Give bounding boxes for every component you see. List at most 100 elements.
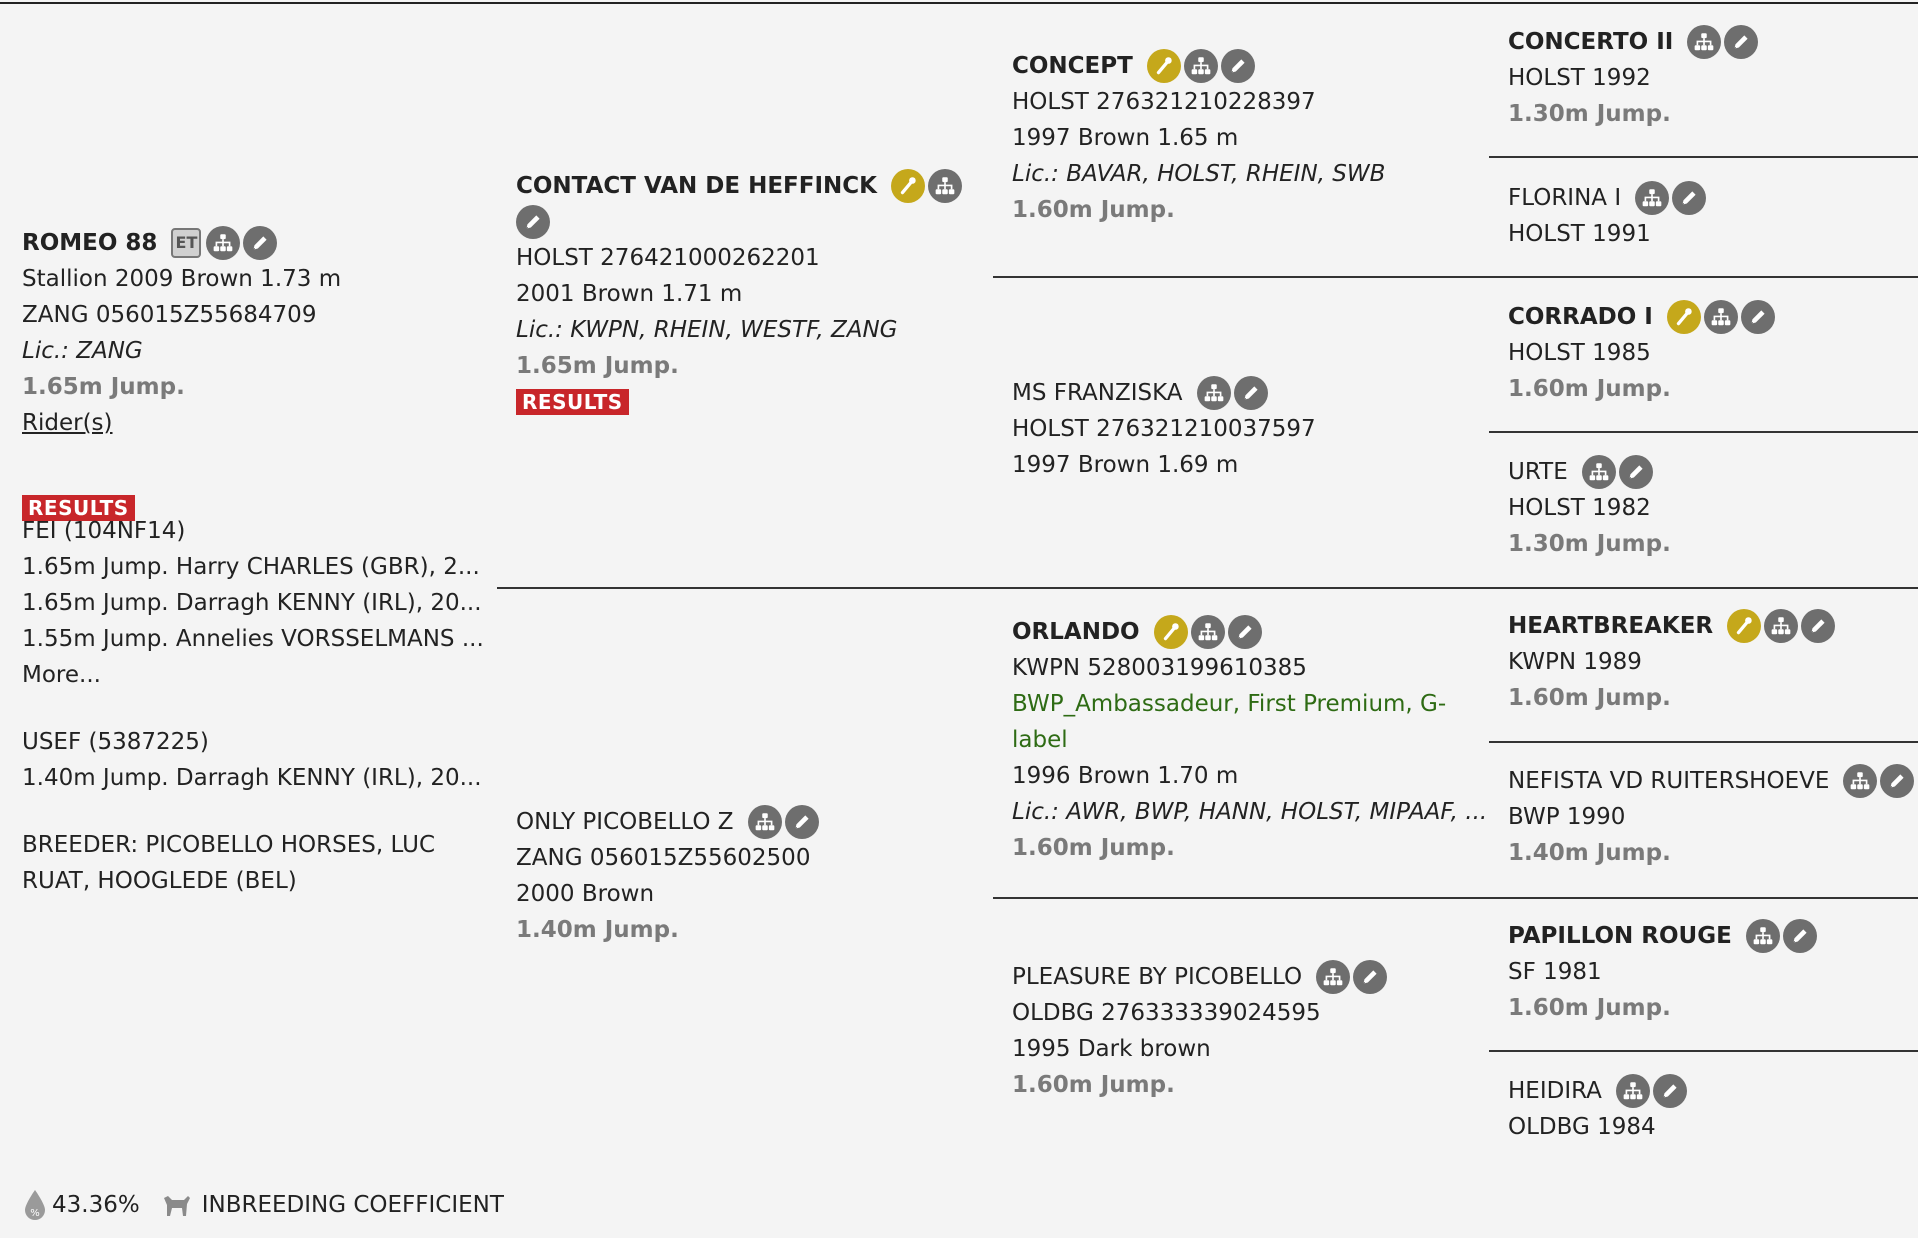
dna-icon[interactable] <box>1666 300 1701 334</box>
g3-jump-level: 1.60m Jump. <box>1508 995 1671 1021</box>
pedigree-tree-icon[interactable] <box>747 805 782 839</box>
g3-jump-level: 1.60m Jump. <box>1508 376 1671 402</box>
pedigree-tree-icon[interactable] <box>1581 455 1616 489</box>
edit-pencil-icon[interactable] <box>516 205 550 239</box>
sire-registration: HOLST 276421000262201 <box>516 245 820 271</box>
g3-horse-corrado: CORRADO I HOLST 1985 1.60m Jump. <box>1508 299 1775 407</box>
dam-name[interactable]: ONLY PICOBELLO Z <box>516 809 734 835</box>
g3-name[interactable]: URTE <box>1508 459 1568 485</box>
dam-sire-name[interactable]: ORLANDO <box>1012 619 1140 645</box>
divider-g3-2 <box>1489 431 1918 433</box>
pedigree-tree-icon[interactable] <box>1703 300 1738 334</box>
dna-icon[interactable] <box>1146 49 1181 83</box>
pedigree-tree-icon[interactable] <box>1764 609 1799 643</box>
sire-dam-registration: HOLST 276321210037597 <box>1012 416 1316 442</box>
g3-jump-level: 1.60m Jump. <box>1508 685 1671 711</box>
subject-info-line: Stallion 2009 Brown 1.73 m <box>22 266 342 292</box>
g3-name[interactable]: FLORINA I <box>1508 185 1622 211</box>
edit-pencil-icon[interactable] <box>1782 919 1817 953</box>
g3-info: BWP 1990 <box>1508 804 1626 830</box>
pedigree-tree-icon[interactable] <box>206 226 241 260</box>
dam-sire-predicates: BWP_Ambassadeur, First Premium, G-label <box>1012 691 1447 753</box>
sire-licences: Lic.: KWPN, RHEIN, WESTF, ZANG <box>516 317 898 343</box>
g3-name[interactable]: CONCERTO II <box>1508 29 1674 55</box>
g3-info: HOLST 1985 <box>1508 340 1651 366</box>
dna-icon[interactable] <box>890 169 925 203</box>
dna-icon[interactable] <box>1727 609 1762 643</box>
pedigree-tree-icon[interactable] <box>1687 25 1722 59</box>
pedigree-tree-icon[interactable] <box>1196 376 1231 410</box>
dam-horse: ONLY PICOBELLO Z ZANG 056015Z55602500 20… <box>516 804 819 948</box>
pedigree-tree-icon[interactable] <box>1190 615 1225 649</box>
fei-result: 1.65m Jump. Darragh KENNY (IRL), 20... <box>22 590 482 616</box>
g3-info: KWPN 1989 <box>1508 649 1642 675</box>
edit-pencil-icon[interactable] <box>1220 49 1255 83</box>
dam-sire-licences: Lic.: AWR, BWP, HANN, HOLST, MIPAAF, ... <box>1012 799 1488 825</box>
g3-name[interactable]: HEARTBREAKER <box>1508 613 1714 639</box>
pedigree-tree-icon[interactable] <box>927 169 962 203</box>
sire-sire-name[interactable]: CONCEPT <box>1012 53 1133 79</box>
fei-header: FEI (104NF14) <box>22 518 186 544</box>
dam-dam-jump-level: 1.60m Jump. <box>1012 1072 1175 1098</box>
sire-jump-level: 1.65m Jump. <box>516 353 679 379</box>
edit-pencil-icon[interactable] <box>1652 1074 1687 1108</box>
subject-horse: ROMEO 88 ET Stallion 2009 Brown 1.73 m Z… <box>22 225 484 899</box>
g3-horse-heidira: HEIDIRA OLDBG 1984 <box>1508 1073 1687 1145</box>
edit-pencil-icon[interactable] <box>1724 25 1759 59</box>
more-link[interactable]: More... <box>22 662 101 688</box>
dam-jump-level: 1.40m Jump. <box>516 917 679 943</box>
divider-ds-dd <box>993 897 1918 899</box>
g3-name[interactable]: NEFISTA VD RUITERSHOEVE <box>1508 768 1830 794</box>
usef-result: 1.40m Jump. Darragh KENNY (IRL), 20... <box>22 765 482 791</box>
g3-info: OLDBG 1984 <box>1508 1114 1656 1140</box>
riders-link[interactable]: Rider(s) <box>22 410 113 436</box>
sire-dam-horse: MS FRANZISKA HOLST 276321210037597 1997 … <box>1012 375 1316 483</box>
sire-results-badge[interactable]: RESULTS <box>516 389 629 415</box>
g3-horse-heartbreaker: HEARTBREAKER KWPN 1989 1.60m Jump. <box>1508 608 1836 716</box>
inbreeding-footer: % 43.36% INBREEDING COEFFICIENT <box>22 1187 504 1223</box>
horse-icon[interactable] <box>158 1188 192 1222</box>
subject-name[interactable]: ROMEO 88 <box>22 230 158 256</box>
subject-registration: ZANG 056015Z55684709 <box>22 302 317 328</box>
pedigree-tree-icon[interactable] <box>1745 919 1780 953</box>
edit-pencil-icon[interactable] <box>1740 300 1775 334</box>
sire-dam-info: 1997 Brown 1.69 m <box>1012 452 1239 478</box>
sire-dam-name[interactable]: MS FRANZISKA <box>1012 380 1183 406</box>
dam-info-line: 2000 Brown <box>516 881 655 907</box>
edit-pencil-icon[interactable] <box>1801 609 1836 643</box>
pedigree-tree-icon[interactable] <box>1183 49 1218 83</box>
divider-g3-4 <box>1489 1050 1918 1052</box>
divider-ss-sd <box>993 276 1918 278</box>
dam-sire-info: 1996 Brown 1.70 m <box>1012 763 1239 789</box>
sire-sire-horse: CONCEPT HOLST 276321210228397 1997 Brown… <box>1012 48 1385 228</box>
edit-pencil-icon[interactable] <box>1353 960 1388 994</box>
g3-name[interactable]: CORRADO I <box>1508 304 1653 330</box>
edit-pencil-icon[interactable] <box>1618 455 1653 489</box>
dna-icon[interactable] <box>1153 615 1188 649</box>
dam-sire-jump-level: 1.60m Jump. <box>1012 835 1175 861</box>
edit-pencil-icon[interactable] <box>784 805 819 839</box>
edit-pencil-icon[interactable] <box>243 226 278 260</box>
g3-info: HOLST 1992 <box>1508 65 1651 91</box>
divider-sire-dam <box>497 587 1918 589</box>
g3-name[interactable]: HEIDIRA <box>1508 1078 1602 1104</box>
sire-name[interactable]: CONTACT VAN DE HEFFINCK <box>516 173 877 199</box>
g3-name[interactable]: PAPILLON ROUGE <box>1508 923 1732 949</box>
pedigree-tree-icon[interactable] <box>1635 181 1670 215</box>
edit-pencil-icon[interactable] <box>1672 181 1707 215</box>
pedigree-tree-icon[interactable] <box>1316 960 1351 994</box>
pedigree-tree-icon[interactable] <box>1615 1074 1650 1108</box>
subject-results-badge[interactable]: RESULTS <box>22 495 135 521</box>
pedigree-tree-icon[interactable] <box>1843 764 1878 798</box>
edit-pencil-icon[interactable] <box>1880 764 1915 798</box>
subject-licences: Lic.: ZANG <box>22 338 143 364</box>
inbreeding-label[interactable]: INBREEDING COEFFICIENT <box>201 1192 504 1218</box>
drop-percent-icon: % <box>22 1188 48 1222</box>
fei-result: 1.55m Jump. Annelies VORSSELMANS ... <box>22 626 484 652</box>
edit-pencil-icon[interactable] <box>1233 376 1268 410</box>
sire-sire-licences: Lic.: BAVAR, HOLST, RHEIN, SWB <box>1012 161 1386 187</box>
edit-pencil-icon[interactable] <box>1227 615 1262 649</box>
divider-g3-3 <box>1489 741 1918 743</box>
g3-jump-level: 1.30m Jump. <box>1508 531 1671 557</box>
dam-dam-name[interactable]: PLEASURE BY PICOBELLO <box>1012 964 1303 990</box>
